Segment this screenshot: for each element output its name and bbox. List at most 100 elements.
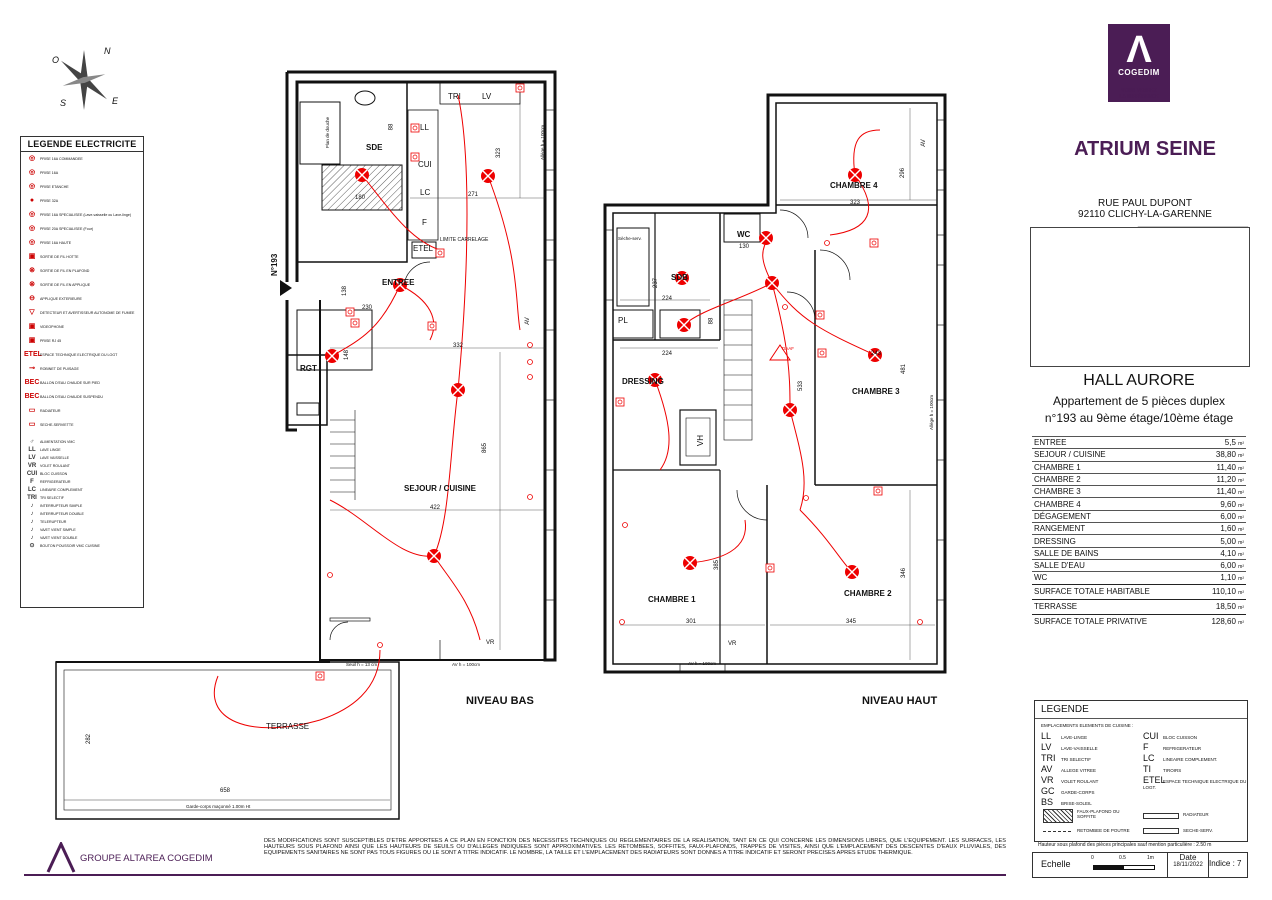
scale-bar xyxy=(1093,865,1155,870)
legend-entry: ETELESPACE TECHNIQUE ELECTRIQUE DU LOGT. xyxy=(1143,775,1247,790)
legend-item-label: PRISE ETANCHE xyxy=(40,185,69,189)
legend-entry-code: F xyxy=(1143,742,1149,752)
legend-entry-label: TRI SELECTIF xyxy=(1061,757,1092,762)
dim-230: 230 xyxy=(362,305,373,311)
total-label: SURFACE TOTALE HABITABLE xyxy=(1032,583,1196,600)
apartment-description: Appartement de 5 pièces duplex xyxy=(1052,394,1226,408)
electrical-legend-item: ⊗ SORTIE DE FIL EN PLAFOND xyxy=(21,264,143,278)
av-height-low: AV h = 100cm xyxy=(452,662,481,667)
kitchen-ll: LL xyxy=(420,123,429,132)
electrical-legend-item: ◎PRISE 16A COMMANDEE xyxy=(21,152,143,166)
seuil-note: Seuil h = 13 cm xyxy=(346,662,378,667)
legend-code-label: LAVE VAISSELLE xyxy=(40,456,70,460)
surface-room: DÉGAGEMENT xyxy=(1032,509,1196,523)
location-mini-plan xyxy=(1030,227,1250,367)
scale-label: Echelle xyxy=(1041,859,1071,869)
legend-code-label: VOLET ROULANT xyxy=(40,464,70,468)
compass-o: O xyxy=(52,55,60,65)
faux-plafond-icon xyxy=(1043,809,1073,823)
legend-code-label: VA/ET VIENT SIMPLE xyxy=(40,528,76,532)
kitchen-legend: LEGENDE EMPLACEMENTS ELEMENTS DE CUISINE… xyxy=(1034,700,1248,842)
legend-entry-code: LV xyxy=(1041,742,1052,752)
group-name: GROUPE ALTAREA COGEDIM xyxy=(80,853,213,864)
total-label: TERRASSE xyxy=(1032,598,1196,615)
legend-symbol-icon: ▣ xyxy=(28,253,36,260)
electrical-legend-code: ♪INTERRUPTEUR DOUBLE xyxy=(21,510,143,518)
kitchen-f: F xyxy=(422,218,427,227)
electrical-legend-code: ♪ VA/ET VIENT DOUBLE xyxy=(21,534,143,542)
brand-name: COGEDIM xyxy=(1118,68,1160,77)
legend-item-label: VIDEOPHONE xyxy=(40,325,64,329)
legend-code: VR xyxy=(27,463,37,469)
dim-865: 865 xyxy=(482,442,489,454)
dim-h-323: 323 xyxy=(850,200,861,206)
legend-symbol-icon: ▽ xyxy=(29,309,35,316)
room-terrasse: TERRASSE xyxy=(266,722,310,731)
legend-symbol-icon: ◎ xyxy=(28,239,36,246)
legend-code: ♪ xyxy=(30,519,34,525)
surface-value: 11,40 m² xyxy=(1196,460,1246,474)
legend-entry-label: VOLET ROULANT xyxy=(1061,779,1099,784)
legend-symbol-icon: ⊗ xyxy=(29,281,35,288)
dim-88: 88 xyxy=(388,123,395,131)
kitchen-lv: LV xyxy=(482,92,492,101)
legend-entry-label: BLOC CUISSON xyxy=(1163,735,1198,740)
legend-code: ♪ xyxy=(30,535,34,541)
legend-code: ♪ xyxy=(30,503,34,509)
footer-divider xyxy=(24,874,1006,876)
total-value: 110,10 m² xyxy=(1196,583,1246,600)
legend-item-label: SECHE-SERVIETTE xyxy=(40,423,74,427)
electrical-legend-code: ⊙BOUTON POUSSOIR VMC CUISINE xyxy=(21,542,143,550)
electrical-legend-code: ♪VA/ET VIENT SIMPLE xyxy=(21,526,143,534)
legend-entry-label: LAVE-LINGE xyxy=(1061,735,1088,740)
legend-code-label: BLOC CUISSON xyxy=(40,472,68,476)
surface-room: WC xyxy=(1032,571,1196,585)
legend-entry-code: TI xyxy=(1143,764,1151,774)
legend-item-label: ROBINET DE PUISAGE xyxy=(40,367,79,371)
av-low: AV xyxy=(524,317,531,325)
date-label: Date xyxy=(1179,853,1197,862)
legend-symbol-icon: ▭ xyxy=(28,407,36,414)
hall-name: HALL AURORE xyxy=(1083,372,1195,389)
room-sejour: SEJOUR / CUISINE xyxy=(404,484,477,493)
niveau-haut-label: NIVEAU HAUT xyxy=(862,695,938,707)
room-sdb: SDB xyxy=(671,273,688,282)
legend-item-label: APPLIQUE EXTERIEURE xyxy=(40,297,82,301)
legend-symbol-icon: ⊗ xyxy=(29,267,35,274)
legend-symbol-icon: ▭ xyxy=(28,421,36,428)
legend-code: TRI xyxy=(27,495,37,501)
legend-symbol-icon: ETEL xyxy=(24,351,42,358)
legend-item-label: PRISE 16A SPECIALISEE (Lave-vaisselle ou… xyxy=(40,213,132,217)
legend-item-label: PRISE 16A xyxy=(40,171,59,175)
legend-item-label: SORTIE DE FIL EN PLAFOND xyxy=(40,269,90,273)
legend-code-label: VA/ET VIENT DOUBLE xyxy=(40,536,78,540)
legend-code-label: INTERRUPTEUR DOUBLE xyxy=(40,512,84,516)
legend-code-label: TELERUPTEUR xyxy=(40,520,67,524)
legend-item-label: SORTIE DE FIL HOTTE xyxy=(40,255,79,259)
legend-code: LC xyxy=(28,487,36,493)
compass-e: E xyxy=(112,96,119,106)
legend-entry-label: GARDE-CORPS xyxy=(1061,790,1095,795)
index-value: Indice : 7 xyxy=(1209,859,1242,868)
av-height-high: AV h = 100cm xyxy=(688,661,717,666)
address-line-2: 92110 CLICHY-LA-GARENNE xyxy=(1078,209,1212,220)
vr-high: VR xyxy=(728,641,737,647)
room-chambre-2: CHAMBRE 2 xyxy=(844,589,892,598)
surface-room: CHAMBRE 4 xyxy=(1032,497,1196,511)
surface-value: 5,5 m² xyxy=(1196,435,1246,449)
